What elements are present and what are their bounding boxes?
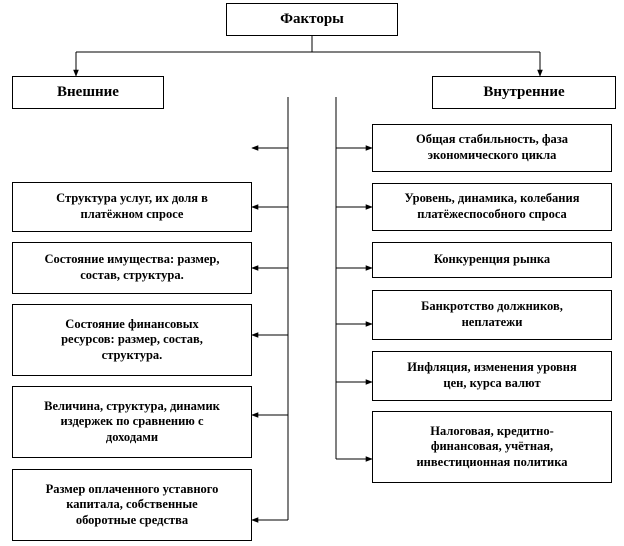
internal-item-3: Конкуренция рынка: [372, 242, 612, 278]
internal-item-6: Налоговая, кредитно- финансовая, учётная…: [372, 411, 612, 483]
internal-item-5: Инфляция, изменения уровня цен, курса ва…: [372, 351, 612, 401]
external-item-5: Размер оплаченного уставного капитала, с…: [12, 469, 252, 541]
external-item-1: Структура услуг, их доля в платёжном спр…: [12, 182, 252, 232]
root-label: Факторы: [280, 11, 344, 28]
internal-item-1: Общая стабильность, фаза экономического …: [372, 124, 612, 172]
external-group-node: Внешние: [12, 76, 164, 109]
internal-item-4: Банкротство должников, неплатежи: [372, 290, 612, 340]
external-item-3: Состояние финансовых ресурсов: размер, с…: [12, 304, 252, 376]
internal-item-2: Уровень, динамика, колебания платёжеспос…: [372, 183, 612, 231]
internal-label: Внутренние: [483, 84, 565, 101]
external-item-2: Состояние имущества: размер, состав, стр…: [12, 242, 252, 294]
external-label: Внешние: [57, 84, 119, 101]
external-item-4: Величина, структура, динамик издержек по…: [12, 386, 252, 458]
internal-group-node: Внутренние: [432, 76, 616, 109]
root-node: Факторы: [226, 3, 398, 36]
